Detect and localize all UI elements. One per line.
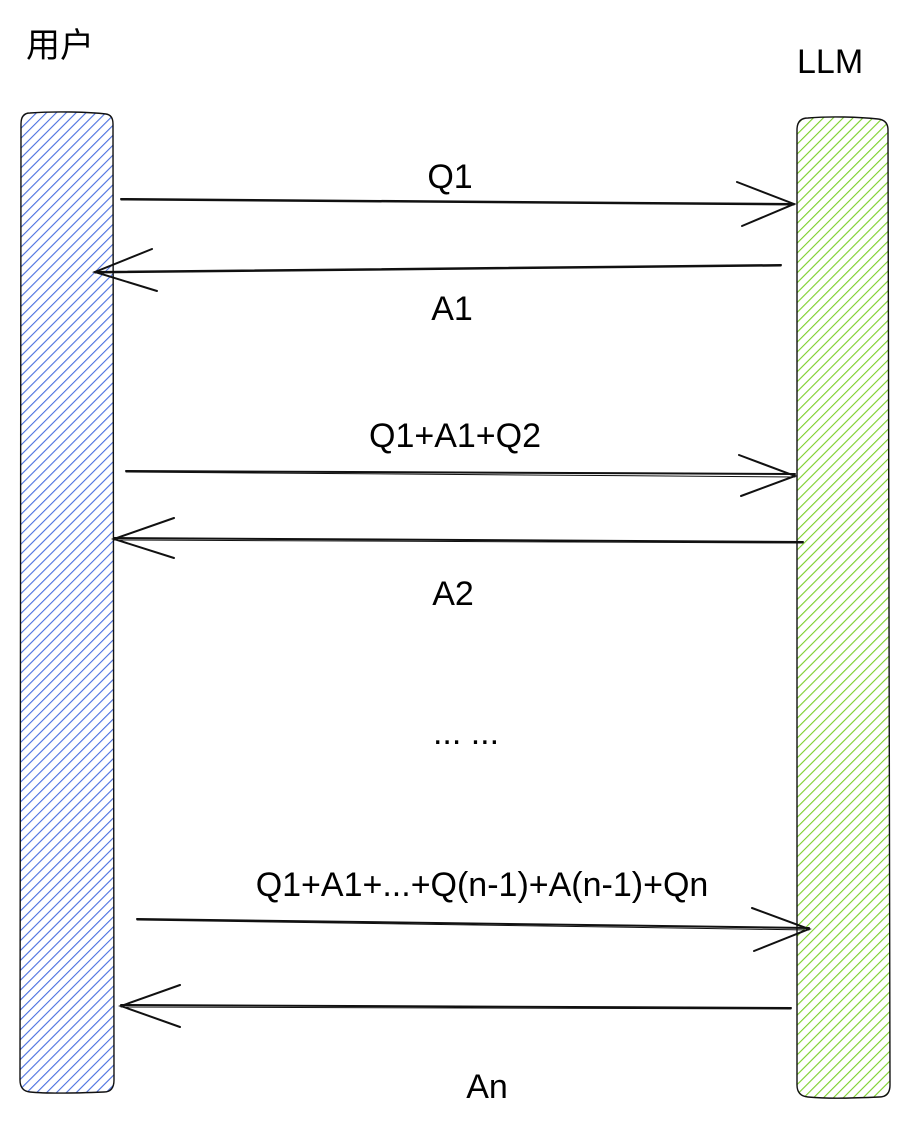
message-arrow-q2 (125, 454, 798, 497)
message-label-a2: A2 (432, 575, 474, 613)
message-arrow-q1 (120, 181, 797, 227)
message-label-q2: Q1+A1+Q2 (368, 417, 542, 455)
message-arrow-qn (136, 907, 812, 952)
message-arrow-a2 (110, 517, 804, 559)
participant-label-llm: LLM (797, 43, 864, 81)
message-arrow-a1 (92, 248, 782, 292)
participant-label-user: 用户 (26, 27, 94, 65)
message-arrow-an (118, 984, 792, 1028)
message-label-qn: Q1+A1+...+Q(n-1)+A(n-1)+Qn (255, 866, 709, 904)
message-label-a1: A1 (431, 290, 473, 328)
message-label-q1: Q1 (427, 158, 473, 196)
llm-lifeline (796, 116, 891, 1099)
user-lifeline (19, 111, 115, 1094)
ellipsis-label: ... ... (432, 714, 500, 752)
message-label-an: An (466, 1068, 508, 1106)
